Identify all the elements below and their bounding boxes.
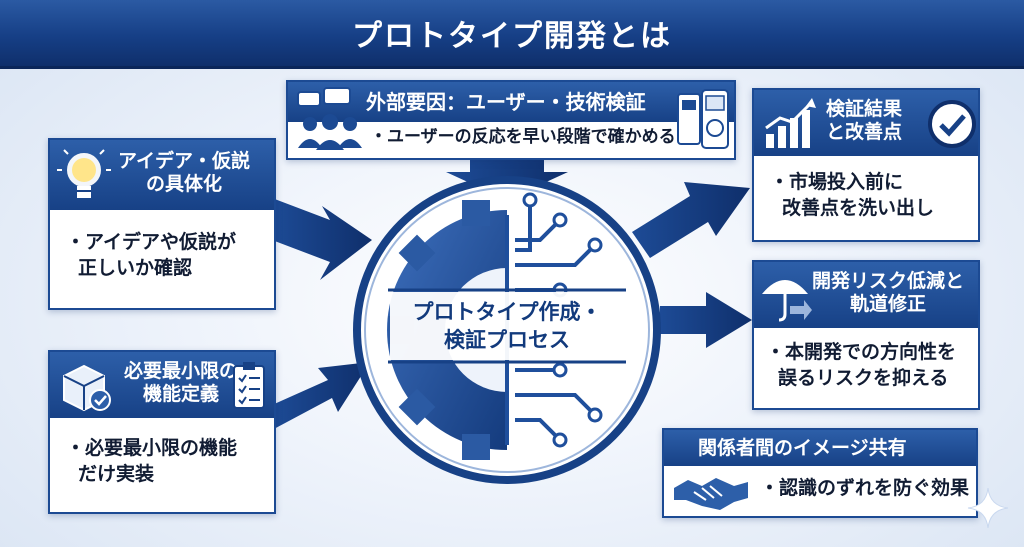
checklist-icon bbox=[233, 362, 265, 409]
measurement-tools-icon bbox=[677, 89, 729, 149]
center-label-band bbox=[390, 292, 624, 360]
right-bottom-card-text: ・認識のずれを防ぐ効果 bbox=[760, 477, 970, 499]
right-top-card-text: ・市場投入前に 改善点を洗い出し bbox=[770, 170, 934, 221]
arrow-right-top bbox=[632, 182, 750, 258]
right-top-card-heading: 検証結果 と改善点 bbox=[826, 98, 902, 144]
right-mid-text-line2: 誤るリスクを抑える bbox=[778, 366, 949, 389]
top-card-text: ・ユーザーの反応を早い段階で確かめる bbox=[370, 127, 676, 147]
right-top-heading-line2: と改善点 bbox=[826, 120, 903, 143]
center-label-line2: 検証プロセス bbox=[444, 328, 570, 353]
lightbulb-icon bbox=[57, 149, 111, 198]
center-label-line1: プロトタイプ作成・ bbox=[412, 300, 602, 324]
left-bottom-card-text: ・必要最小限の機能 だけ実装 bbox=[66, 436, 237, 487]
right-mid-card: 開発リスク低減と 軌道修正 ・本開発での方向性を 誤るリスクを抑える bbox=[752, 260, 980, 410]
left-bottom-card: 必要最小限の 機能定義 ・必要最小限の機能 だけ実装 bbox=[48, 350, 276, 514]
right-bottom-card-heading: 関係者間のイメージ共有 bbox=[698, 437, 907, 459]
left-bottom-text-line1: ・必要最小限の機能 bbox=[66, 437, 238, 459]
left-bottom-heading-line1: 必要最小限の bbox=[124, 360, 239, 382]
right-mid-card-heading: 開発リスク低減と 軌道修正 bbox=[812, 270, 964, 316]
right-mid-heading-line2: 軌道修正 bbox=[850, 292, 927, 315]
chat-users-icon bbox=[297, 87, 362, 150]
arrow-right-mid bbox=[660, 292, 752, 348]
center-label: プロトタイプ作成・ 検証プロセス bbox=[390, 298, 624, 355]
left-bottom-text-line2: だけ実装 bbox=[78, 462, 155, 485]
check-circle-icon bbox=[928, 100, 976, 148]
page-title: プロトタイプ開発とは bbox=[352, 19, 672, 54]
right-top-text-line2: 改善点を洗い出し bbox=[782, 196, 935, 219]
right-top-text-line1: ・市場投入前に bbox=[770, 171, 904, 193]
handshake-icon bbox=[674, 478, 748, 510]
left-top-heading-line2: の具体化 bbox=[146, 172, 223, 195]
title-bar: プロトタイプ開発とは bbox=[0, 0, 1024, 69]
right-mid-card-header bbox=[754, 262, 978, 328]
arrow-left-top bbox=[272, 198, 372, 280]
left-bottom-card-heading: 必要最小限の 機能定義 bbox=[124, 360, 238, 406]
left-top-card: アイデア・仮説 の具体化 ・アイデアや仮説が 正しいか確認 bbox=[48, 138, 276, 310]
right-bottom-card-header bbox=[664, 430, 976, 466]
top-card-heading: 外部要因：ユーザー・技術検証 bbox=[366, 90, 646, 114]
growth-chart-icon bbox=[765, 98, 816, 148]
right-top-card: 検証結果 と改善点 ・市場投入前に 改善点を洗い出し bbox=[752, 88, 980, 242]
right-top-heading-line1: 検証結果 bbox=[826, 98, 903, 120]
top-card-header bbox=[288, 82, 734, 122]
left-top-text-line2: 正しいか確認 bbox=[78, 256, 193, 279]
package-check-icon bbox=[63, 364, 111, 412]
right-bottom-card: 関係者間のイメージ共有 ・認識のずれを防ぐ効果 bbox=[662, 428, 978, 518]
umbrella-icon bbox=[762, 280, 812, 322]
left-bottom-heading-line2: 機能定義 bbox=[143, 382, 220, 405]
left-top-card-heading: アイデア・仮説 の具体化 bbox=[118, 150, 250, 196]
top-card: 外部要因：ユーザー・技術検証 ・ユーザーの反応を早い段階で確かめる bbox=[286, 80, 736, 160]
right-mid-heading-line1: 開発リスク低減と bbox=[812, 270, 965, 292]
right-mid-text-line1: ・本開発での方向性を bbox=[766, 341, 957, 363]
right-mid-card-text: ・本開発での方向性を 誤るリスクを抑える bbox=[766, 340, 956, 391]
left-top-text-line1: ・アイデアや仮説が bbox=[66, 231, 237, 253]
left-top-card-text: ・アイデアや仮説が 正しいか確認 bbox=[66, 230, 236, 281]
sparkle-icon bbox=[967, 487, 1009, 529]
left-top-heading-line1: アイデア・仮説 bbox=[118, 150, 251, 172]
arrow-left-bottom bbox=[272, 362, 370, 430]
